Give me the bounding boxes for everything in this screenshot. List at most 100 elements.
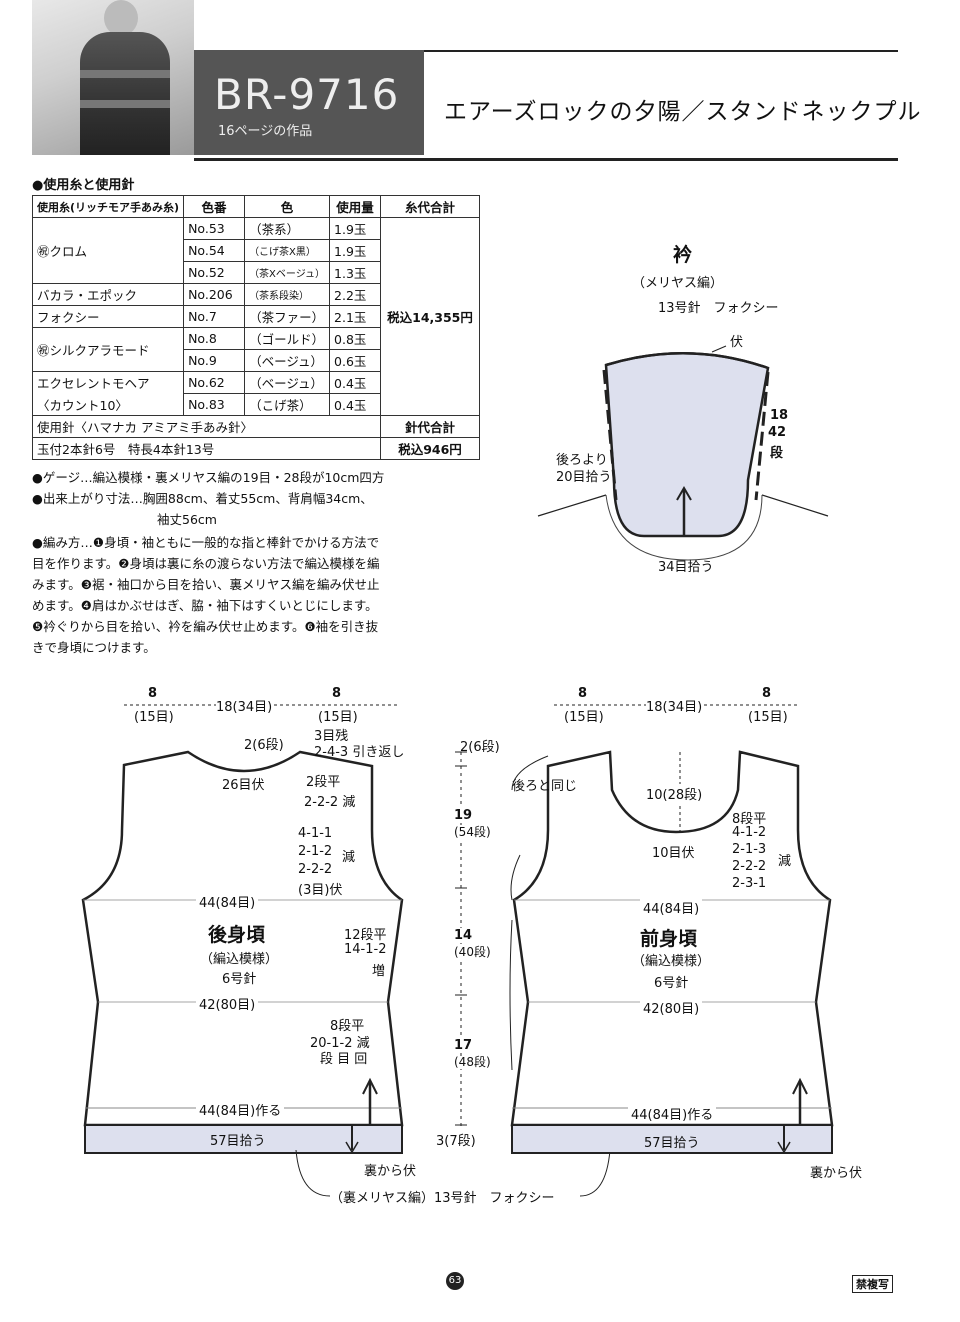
table-row: フォクシー No.7 （茶ファー） 2.1玉 [31,305,480,328]
method-text: 目を作ります。❷身頃は裏に糸の渡らない方法で編込模様を編 [32,556,380,571]
back-arm-dec-1: 4-1-1 [298,826,333,841]
page-number: 63 [446,1272,464,1290]
qty: 2.1玉 [329,305,382,328]
back-needle: 6号針 [222,972,257,987]
instructions: ●ゲージ…編込模様・裏メリヤス編の19目・28段が10cm四方 ●出来上がり寸法… [32,467,452,658]
collar-bind-off: 伏 [730,335,744,350]
front-neck-dec-5: 2-3-1 [732,876,767,891]
qty: 1.9玉 [329,239,382,262]
front-width-left: 8 [578,686,588,701]
copy-prohibited-stamp: 禁複写 [852,1275,893,1293]
back-width-left: 8 [148,686,158,701]
back-hem-pick: 57目拾う [210,1134,266,1149]
pattern-title: エアーズロックの夕陽／スタンドネックプル [444,99,922,125]
size-text-2: 袖丈56cm [157,512,217,527]
table-row: 玉付2本針6号 特長4本針13号 税込946円 [31,437,481,460]
model-photo [32,0,194,155]
vert-a: 19 [454,808,473,823]
front-neck-depth: 10(28段) [646,784,703,803]
back-width-left-st: (15目) [134,710,174,725]
back-name: 後身頃 [208,924,266,946]
col-yarn-total: 糸代合計 [380,195,481,218]
back-arm-dec-3: 2-2-2 [298,862,333,877]
back-inc-1: 12段平 [344,928,387,943]
col-yarn: 使用糸(リッチモア手あみ糸) [31,195,185,218]
front-width-right-st: (15目) [748,710,788,725]
back-dec-3: 段 目 回 [320,1052,368,1067]
yarn-name: ㊗シルクアラモード [31,327,185,372]
front-hem-bind: 裏から伏 [810,1166,863,1181]
back-width-mid: 18(34目) [216,696,273,715]
table-row: No.9 （ベージュ） 0.6玉 [33,349,480,372]
color-name: （ゴールド） [244,327,331,350]
color-name: （茶系） [244,217,331,240]
front-name: 前身頃 [640,928,698,950]
col-color-no: 色番 [183,195,246,218]
back-hem-bind: 裏から伏 [364,1164,417,1179]
method-text: ●編み方…❶身頃・袖ともに一般的な指と棒針でかける方法で [32,535,380,550]
vert-c: 17 [454,1038,473,1053]
front-neck-dec-2: 4-1-2 [732,825,767,840]
same-as-back: 後ろと同じ [512,779,578,794]
table-header-row: 使用糸(リッチモア手あみ糸) 色番 色 使用量 糸代合計 [31,195,481,218]
title-rule-bottom [194,158,898,161]
collar-rows-unit: 段 [770,446,784,461]
table-row: バカラ・エポック No.206 （茶系段染） 2.2玉 [31,283,480,306]
method-text: ❺衿ぐりから目を拾い、衿を編み伏せ止めます。❻袖を引き抜 [32,619,379,634]
back-inc-mark: 増 [372,964,386,979]
back-neck-dec-2: 2-2-2 減 [304,795,356,810]
front-neck-bind: 10目伏 [652,846,695,861]
collar-pick-back-count: 20目拾う [556,470,612,485]
back-body-diagram [81,704,611,1197]
qty: 0.6玉 [329,349,382,372]
needles: 玉付2本針6号 特長4本針13号 [31,437,382,460]
color-no: No.53 [183,217,246,240]
size-text: ●出来上がり寸法…胸囲88cm、着丈55cm、背肩幅34cm、 [32,491,373,506]
back-neck-rows: 2(6段) [244,738,284,753]
method-text: みます。❸裾・袖口から目を拾い、裏メリヤス編を編み伏せ止 [32,577,380,592]
table-row: No.54 （こげ茶X黒） 1.9玉 [33,239,480,262]
front-needle: 6号針 [654,976,689,991]
color-no: No.52 [183,261,246,284]
back-chest: 44(84目) [196,892,259,911]
back-short-rows-1: 3目残 [314,729,349,744]
pattern-source-page: 16ページの作品 [218,124,313,139]
back-cast-on: 44(84目)作る [196,1100,285,1119]
collar-diagram [537,345,829,561]
vert-a-rows: (54段) [454,825,491,839]
yarn-name: フォクシー [31,305,185,328]
back-arm-dec-2: 2-1-2 [298,844,333,859]
yarn-table: 使用糸(リッチモア手あみ糸) 色番 色 使用量 糸代合計 ㊗クロム No.53 … [31,195,481,460]
front-width-left-st: (15目) [564,710,604,725]
back-inc-2: 14-1-2 [344,942,387,957]
qty: 1.9玉 [329,217,382,240]
method-text: めます。❹肩はかぶせはぎ、脇・袖下はすくいとじにします。 [32,598,378,613]
table-row: エクセレントモヘア No.62 （ベージュ） 0.4玉 [31,371,480,394]
back-width-right-st: (15目) [318,710,358,725]
vert-d: 3(7段) [436,1130,476,1149]
back-waist: 42(80目) [196,994,259,1013]
collar-pick-front: 34目拾う [658,560,714,575]
table-row: No.52 （茶Xベージュ） 1.3玉 [33,261,480,284]
front-chest: 44(84目) [640,898,703,917]
collar-needle: 13号針 フォクシー [658,301,779,316]
color-no: No.54 [183,239,246,262]
yarn-name: エクセレントモヘア [31,371,185,394]
back-arm-dec-mark: 減 [342,850,356,865]
front-cast-on: 44(84目)作る [628,1104,717,1123]
vert-b-rows: (40段) [454,945,491,959]
materials-heading: ●使用糸と使用針 [32,178,135,193]
pattern-code-box: BR-9716 16ページの作品 [194,50,424,155]
front-pattern: （編込模様） [632,954,711,969]
back-arm-bind: (3目)伏 [298,883,343,898]
front-neck-dec-1: 8段平 [732,812,767,827]
collar-stitch: （メリヤス編） [632,276,724,291]
vert-top: 2(6段) [460,740,500,755]
back-dec-2: 20-1-2 減 [310,1036,370,1051]
color-no: No.8 [183,327,246,350]
back-neck-bind: 26目伏 [222,778,265,793]
hem-note: （裏メリヤス編）13号針 フォクシー [330,1191,555,1206]
qty: 0.4玉 [329,393,382,416]
color-name: （ベージュ） [244,371,331,394]
title-rule-top [424,50,898,52]
